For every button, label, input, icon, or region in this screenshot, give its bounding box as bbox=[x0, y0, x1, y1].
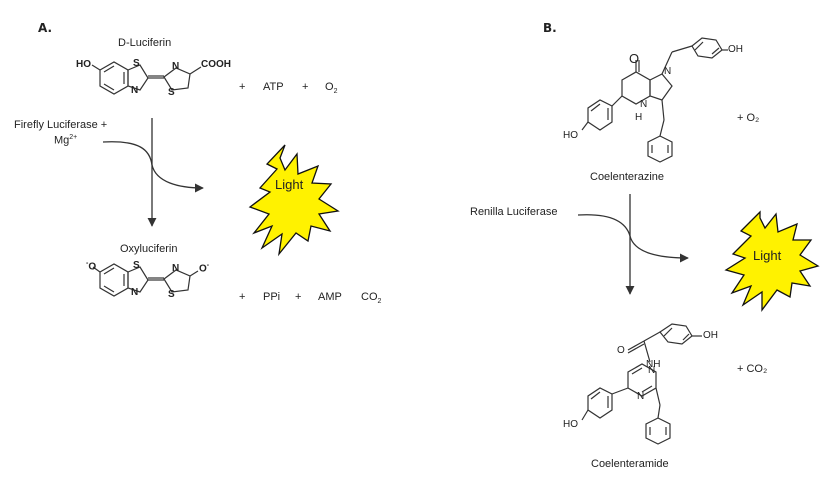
d-luciferin-structure bbox=[91, 61, 202, 95]
panel-b-light-label: Light bbox=[753, 248, 782, 263]
oxyluciferin-thiazole-ring bbox=[127, 266, 149, 293]
oxyluciferin-n2-label: N bbox=[172, 263, 180, 274]
panel-a-enzyme-arrow bbox=[102, 141, 204, 193]
co2-product-b-label: + CO₂ bbox=[737, 363, 768, 375]
d-luciferin-title: D-Luciferin bbox=[118, 37, 172, 49]
oxyluciferin-left-oxygen: -O bbox=[86, 260, 97, 273]
d-luciferin-n1-label: N bbox=[131, 85, 139, 96]
d-luciferin-s2-label: S bbox=[168, 87, 175, 98]
d-luciferin-s1-label: S bbox=[133, 58, 140, 69]
coelenteramide-title: Coelenteramide bbox=[591, 458, 669, 470]
panel-a-light-label: Light bbox=[275, 177, 304, 192]
oxyluciferin-s2-label: S bbox=[168, 289, 175, 300]
d-luciferin-thiazole-ring bbox=[127, 64, 149, 91]
coelenterazine-o-label: O bbox=[629, 51, 640, 66]
coelenteramide-nh-label: NH bbox=[646, 359, 661, 370]
coelenterazine-ho-label: HO bbox=[563, 130, 578, 141]
coelenterazine-n2-label: N bbox=[640, 99, 648, 110]
d-luciferin-n2-label: N bbox=[172, 61, 180, 72]
coelenteramide-oh-label: OH bbox=[703, 330, 718, 341]
ppi-label: PPi bbox=[263, 291, 281, 303]
reactant-plus-1: + bbox=[239, 81, 246, 93]
renilla-luciferase-label: Renilla Luciferase bbox=[470, 206, 558, 218]
oxyluciferin-structure bbox=[92, 263, 199, 297]
coelenteramide-benzyl-ring bbox=[645, 417, 671, 445]
oxyluciferin-n1-label: N bbox=[131, 287, 139, 298]
o2-reactant-label: O2 bbox=[325, 81, 338, 96]
product-plus-2: + bbox=[295, 291, 302, 303]
coelenteramide-o-label: O bbox=[617, 345, 625, 356]
coelenterazine-structure bbox=[581, 37, 728, 163]
coelenterazine-oh-label: OH bbox=[728, 44, 743, 55]
panel-b-light-burst bbox=[724, 210, 820, 312]
oxyluciferin-right-oxygen: O- bbox=[199, 262, 210, 275]
co2-product-label: CO2 bbox=[361, 291, 382, 306]
amp-label: AMP bbox=[318, 291, 342, 303]
coelenteramide-structure bbox=[581, 323, 702, 445]
d-luciferin-thiazoline-ring bbox=[163, 67, 191, 91]
panel-a-label: A. bbox=[38, 21, 53, 35]
d-luciferin-cooh-label: COOH bbox=[201, 59, 231, 70]
coelenterazine-h-label: H bbox=[635, 112, 643, 123]
panel-a-light-burst bbox=[248, 144, 340, 257]
oxyluciferin-s1-label: S bbox=[133, 260, 140, 271]
product-plus-1: + bbox=[239, 291, 246, 303]
coelenterazine-benzyl-ring bbox=[647, 135, 673, 163]
d-luciferin-ho-label: HO bbox=[76, 59, 91, 70]
coelenteramide-top-phenol bbox=[659, 323, 693, 345]
panel-b-label: B. bbox=[543, 21, 557, 35]
reactant-plus-2: + bbox=[302, 81, 309, 93]
coelenterazine-title: Coelenterazine bbox=[590, 171, 664, 183]
atp-label: ATP bbox=[263, 81, 284, 93]
firefly-luciferase-label: Firefly Luciferase + bbox=[14, 119, 108, 131]
oxyluciferin-title: Oxyluciferin bbox=[120, 243, 178, 255]
coelenteramide-n1-label: N bbox=[648, 365, 656, 376]
coelenterazine-n1-label: N bbox=[664, 66, 672, 77]
oxyluciferin-thiazoline-ring bbox=[163, 269, 191, 293]
o2-reactant-b-label: + O₂ bbox=[737, 112, 760, 124]
coelenterazine-imidazole-ring bbox=[649, 73, 673, 101]
coelenteramide-ho-label: HO bbox=[563, 419, 578, 430]
panel-b-enzyme-arrow bbox=[577, 214, 689, 263]
coelenteramide-n2-label: N bbox=[637, 391, 645, 402]
mg-cofactor-label: Mg2+ bbox=[54, 134, 78, 147]
